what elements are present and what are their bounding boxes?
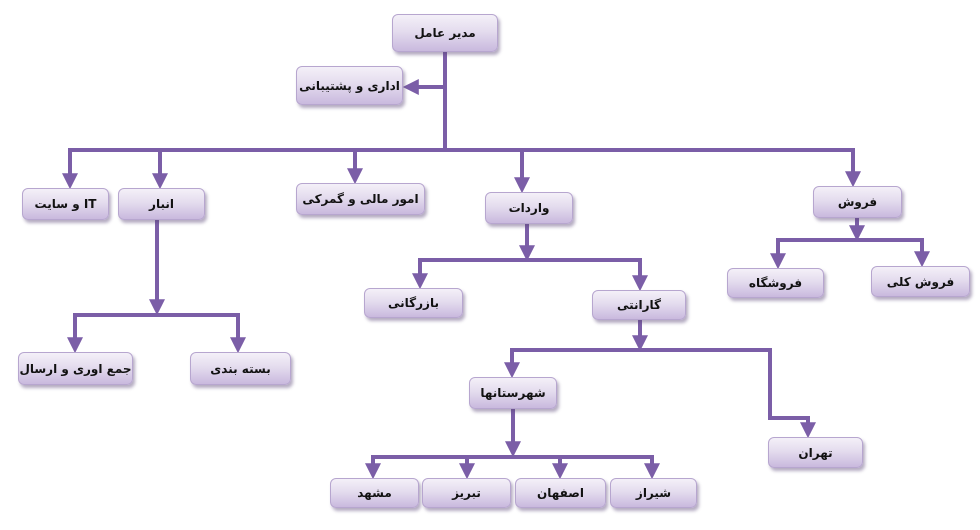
node-collect-ship: جمع اوری و ارسال (18, 352, 133, 385)
node-ceo: مدير عامل (392, 14, 498, 52)
node-tehran: تهران (768, 437, 863, 468)
node-shiraz: شیراز (610, 478, 697, 508)
node-imports: واردات (485, 192, 573, 224)
node-isfahan: اصفهان (515, 478, 606, 508)
node-mashhad: مشهد (330, 478, 419, 508)
node-admin-support: اداری و پشتیبانی (296, 66, 403, 105)
node-warranty: گارانتی (592, 290, 686, 320)
node-tabriz: تبریز (422, 478, 511, 508)
node-commerce: بازرگانی (364, 288, 463, 318)
node-packaging: بسته بندی (190, 352, 291, 385)
node-sales: فروش (813, 186, 902, 218)
node-warehouse: انبار (118, 188, 205, 220)
node-store: فروشگاه (727, 268, 824, 298)
node-it-website: IT و سایت (22, 188, 109, 220)
node-wholesale: فروش کلی (871, 266, 970, 297)
node-provinces: شهرستانها (469, 377, 557, 409)
node-finance-customs: امور مالی و گمرکی (296, 183, 425, 215)
